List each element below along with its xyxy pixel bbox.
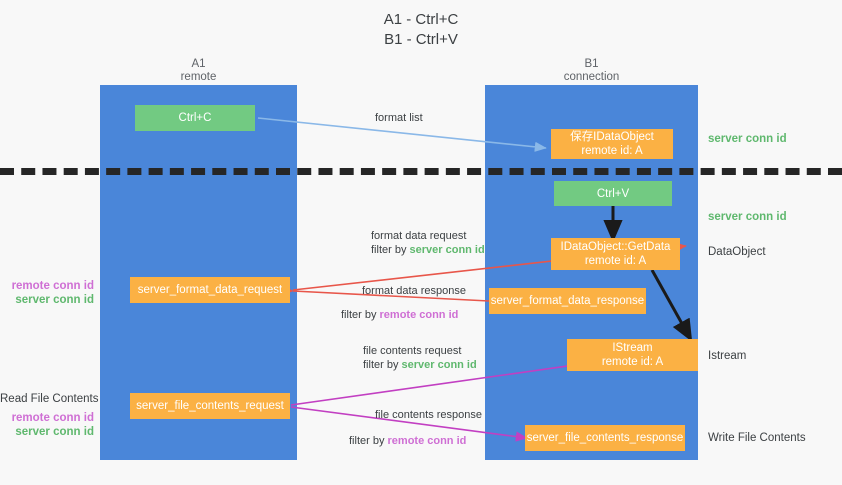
column-a1-name: A1 <box>191 58 206 70</box>
node-ctrl-v-label: Ctrl+V <box>596 187 630 200</box>
annotation-write-file-contents: Write File Contents <box>708 432 806 444</box>
node-istream-line1: IStream <box>612 342 653 354</box>
edge-label-format-data-response-filter: filter by remote conn id <box>341 308 466 322</box>
edge-label-file-contents-response-line1: file contents response <box>375 409 483 421</box>
filter-prefix: filter by <box>341 309 380 321</box>
filter-value-server-conn-id: server conn id <box>401 359 477 371</box>
edge-label-format-data-request: format data request filter by server con… <box>371 229 485 257</box>
edge-label-format-data-request-filter: filter by server conn id <box>371 243 485 257</box>
edge-label-file-contents-request-line1: file contents request <box>363 345 462 357</box>
edge-label-file-contents-request: file contents request filter by server c… <box>363 344 477 372</box>
annotation-remote-conn-id-1: remote conn id <box>11 280 94 292</box>
node-server-file-contents-request-label: server_file_contents_request <box>136 400 284 412</box>
edge-label-format-data-request-line1: format data request <box>371 230 467 242</box>
filter-prefix: filter by <box>371 244 410 256</box>
filter-value-remote-conn-id: remote conn id <box>379 309 459 321</box>
filter-value-server-conn-id: server conn id <box>409 244 485 256</box>
node-server-file-contents-request[interactable]: server_file_contents_request <box>130 393 290 419</box>
node-ctrl-c[interactable]: Ctrl+C <box>135 105 255 131</box>
column-a1-sub: remote <box>180 71 217 83</box>
annotation-read-file-contents: Read File Contents <box>0 393 99 405</box>
divider-dashed-line <box>0 168 842 175</box>
node-ctrl-v[interactable]: Ctrl+V <box>554 181 672 206</box>
node-save-idataobject[interactable]: 保存IDataObject remote id: A <box>551 129 673 159</box>
node-ctrl-c-label: Ctrl+C <box>178 112 212 124</box>
annotation-server-conn-id-top: server conn id <box>708 133 787 145</box>
edge-label-file-contents-response-filter: filter by remote conn id <box>349 434 482 448</box>
node-getdata-line1: IDataObject::GetData <box>560 241 671 253</box>
edge-label-format-list-text: format list <box>375 112 423 124</box>
edge-label-format-data-response: format data response filter by remote co… <box>341 284 466 322</box>
filter-value-remote-conn-id: remote conn id <box>387 435 467 447</box>
edge-label-format-list: format list <box>375 111 423 125</box>
node-istream[interactable]: IStream remote id: A <box>567 339 698 371</box>
node-server-format-data-request-label: server_format_data_request <box>137 284 283 296</box>
column-b1-name: B1 <box>584 58 599 70</box>
annotation-dataobject: DataObject <box>708 246 766 258</box>
annotation-server-conn-id-mid: server conn id <box>708 211 787 223</box>
annotation-server-conn-id-1: server conn id <box>15 294 94 306</box>
edge-label-file-contents-request-filter: filter by server conn id <box>363 358 477 372</box>
node-save-idataobject-line2: remote id: A <box>581 145 643 157</box>
node-server-file-contents-response[interactable]: server_file_contents_response <box>525 425 685 451</box>
annotation-istream: Istream <box>708 350 747 362</box>
title-line-1: A1 - Ctrl+C <box>383 11 459 28</box>
filter-prefix: filter by <box>349 435 388 447</box>
node-getdata-line2: remote id: A <box>584 255 647 267</box>
node-save-idataobject-line1: 保存IDataObject <box>570 131 654 143</box>
node-istream-line2: remote id: A <box>601 356 664 368</box>
column-header-a1: A1 remote <box>100 58 297 84</box>
column-b1-sub: connection <box>563 71 620 83</box>
column-header-b1: B1 connection <box>485 58 698 84</box>
node-server-format-data-response[interactable]: server_format_data_response <box>489 288 646 314</box>
edge-label-format-data-response-line1: format data response <box>362 285 466 297</box>
annotation-server-conn-id-2: server conn id <box>15 426 94 438</box>
node-idataobject-getdata[interactable]: IDataObject::GetData remote id: A <box>551 238 680 270</box>
filter-prefix: filter by <box>363 359 402 371</box>
edge-label-file-contents-response: file contents response filter by remote … <box>349 408 483 448</box>
title-line-2: B1 - Ctrl+V <box>384 31 458 48</box>
page-title: A1 - Ctrl+C B1 - Ctrl+V <box>0 10 842 50</box>
node-server-file-contents-response-label: server_file_contents_response <box>526 432 684 444</box>
node-server-format-data-request[interactable]: server_format_data_request <box>130 277 290 303</box>
node-server-format-data-response-label: server_format_data_response <box>490 295 645 307</box>
annotation-remote-conn-id-2: remote conn id <box>11 412 94 424</box>
